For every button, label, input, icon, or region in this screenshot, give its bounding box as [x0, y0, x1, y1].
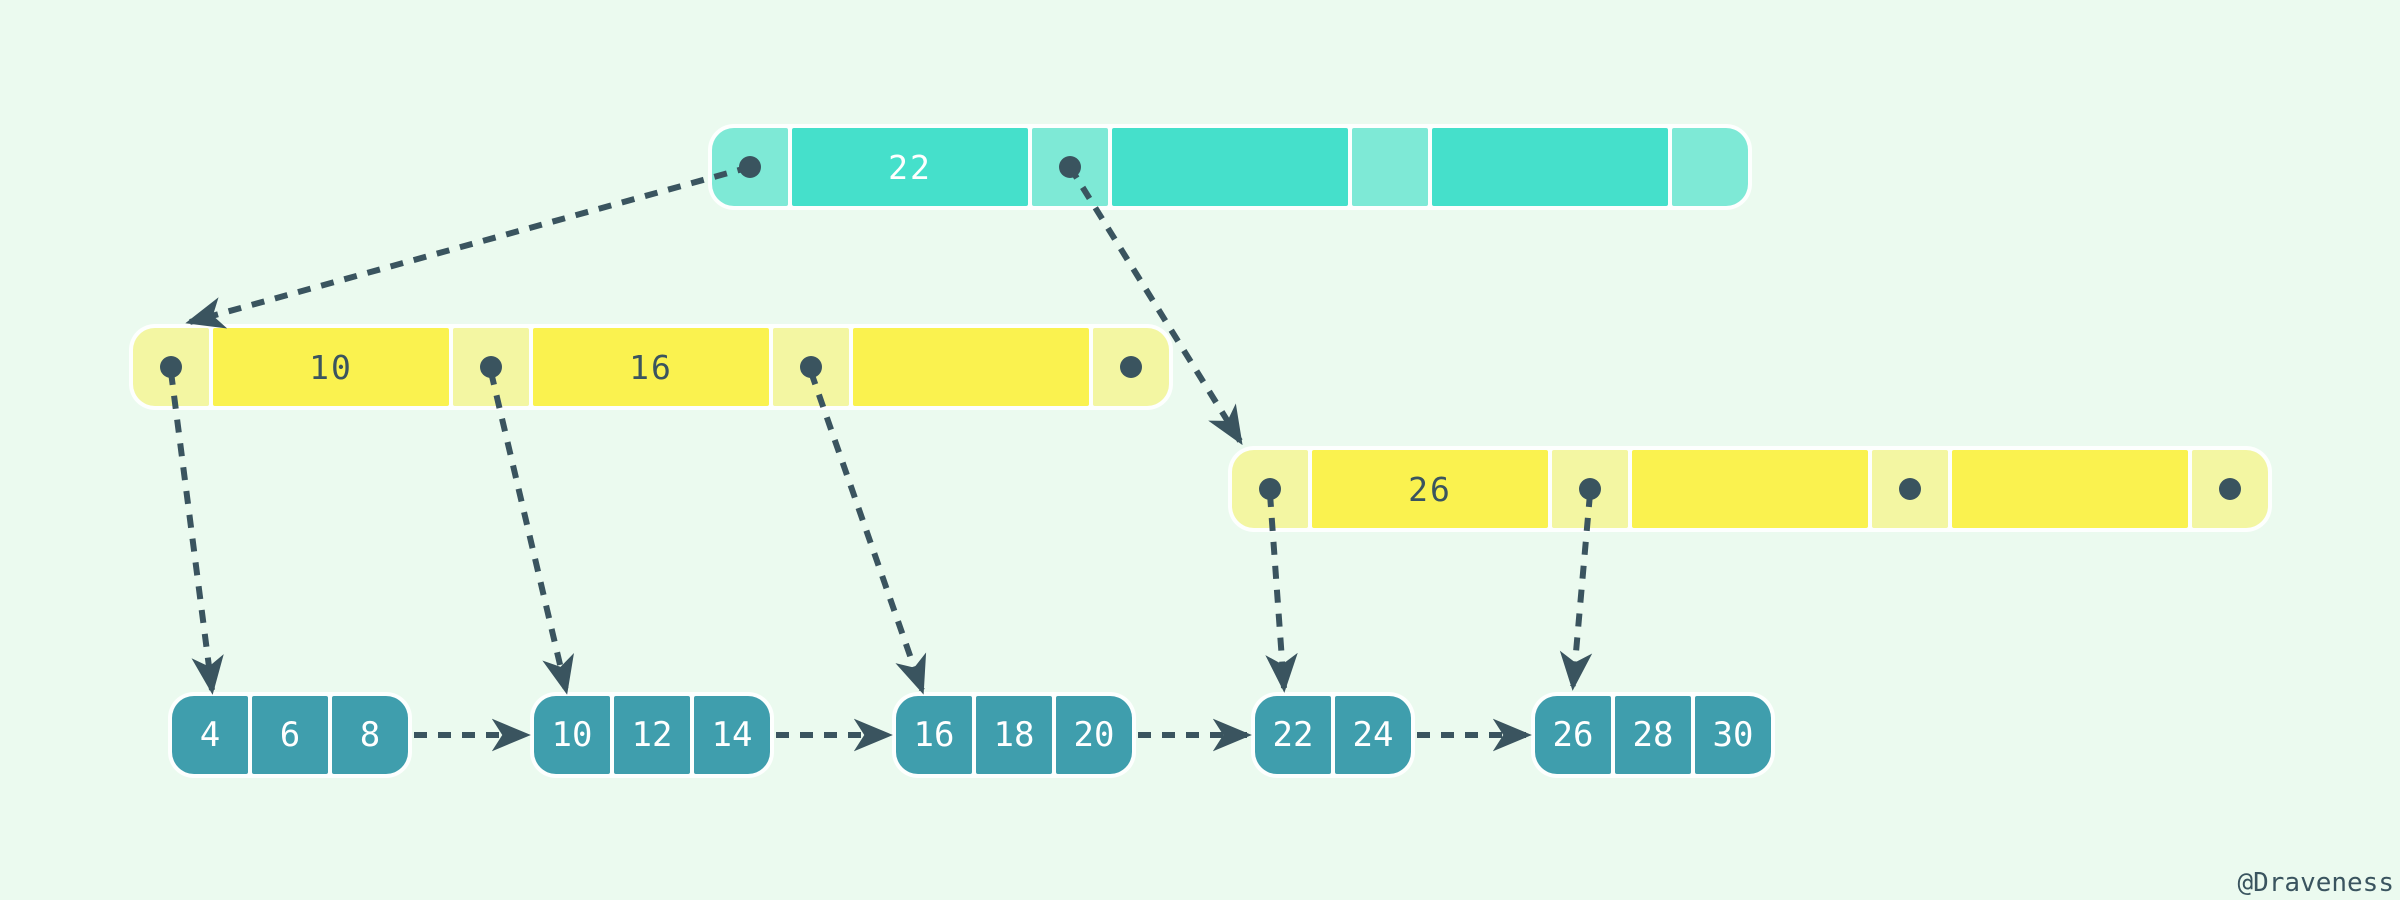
internal-right-pointer-cell-1 — [1232, 450, 1308, 528]
leaf-node-4: 22 24 — [1251, 692, 1415, 778]
pointer-dot-icon — [160, 356, 182, 378]
leaf-node-1: 4 6 8 — [168, 692, 412, 778]
internal-right-key-cell-2 — [1632, 450, 1868, 528]
leaf-cell: 18 — [976, 696, 1052, 774]
leaf-cell: 16 — [896, 696, 972, 774]
watermark: @Draveness — [2237, 868, 2394, 898]
leaf-node-5: 26 28 30 — [1531, 692, 1775, 778]
leaf-node-3: 16 18 20 — [892, 692, 1136, 778]
leaf-cell: 4 — [172, 696, 248, 774]
pointer-dot-icon — [480, 356, 502, 378]
pointer-dot-icon — [800, 356, 822, 378]
internal-left-pointer-cell-1 — [133, 328, 209, 406]
internal-left-pointer-cell-2 — [453, 328, 529, 406]
arrow-internal-left-to-leaf2 — [488, 371, 574, 695]
leaf-cell: 12 — [614, 696, 690, 774]
internal-left-key-cell-1: 10 — [213, 328, 449, 406]
leaf-cell: 6 — [252, 696, 328, 774]
internal-right-pointer-cell-2 — [1552, 450, 1628, 528]
internal-node-left: 10 16 — [129, 324, 1173, 410]
leaf-cell: 8 — [332, 696, 408, 774]
pointer-dot-icon — [739, 156, 761, 178]
root-key-cell-1: 22 — [792, 128, 1028, 206]
internal-right-pointer-cell-3 — [1872, 450, 1948, 528]
arrow-root-to-internal-left — [185, 164, 751, 329]
leaf-cell: 26 — [1535, 696, 1611, 774]
internal-left-key-cell-3 — [853, 328, 1089, 406]
leaf-cell: 28 — [1615, 696, 1691, 774]
arrow-internal-left-to-leaf3 — [808, 371, 927, 695]
root-key-cell-2 — [1112, 128, 1348, 206]
pointer-dot-icon — [1059, 156, 1081, 178]
root-pointer-cell-3 — [1352, 128, 1428, 206]
root-node: 22 — [708, 124, 1752, 210]
root-pointer-cell-2 — [1032, 128, 1108, 206]
leaf-cell: 22 — [1255, 696, 1331, 774]
leaf-cell: 10 — [534, 696, 610, 774]
arrow-internal-left-to-leaf1 — [168, 371, 224, 695]
pointer-dot-icon — [1899, 478, 1921, 500]
leaf-cell: 30 — [1695, 696, 1771, 774]
internal-left-pointer-cell-4 — [1093, 328, 1169, 406]
leaf-cell: 24 — [1335, 696, 1411, 774]
root-pointer-cell-4 — [1672, 128, 1748, 206]
pointer-dot-icon — [1579, 478, 1601, 500]
leaf-node-2: 10 12 14 — [530, 692, 774, 778]
internal-right-key-cell-3 — [1952, 450, 2188, 528]
internal-right-key-cell-1: 26 — [1312, 450, 1548, 528]
internal-right-pointer-cell-4 — [2192, 450, 2268, 528]
internal-left-key-cell-2: 16 — [533, 328, 769, 406]
leaf-cell: 14 — [694, 696, 770, 774]
pointer-dot-icon — [2219, 478, 2241, 500]
internal-node-right: 26 — [1228, 446, 2272, 532]
root-key-cell-3 — [1432, 128, 1668, 206]
internal-left-pointer-cell-3 — [773, 328, 849, 406]
pointer-dot-icon — [1120, 356, 1142, 378]
leaf-cell: 20 — [1056, 696, 1132, 774]
pointer-dot-icon — [1259, 478, 1281, 500]
root-pointer-cell-1 — [712, 128, 788, 206]
